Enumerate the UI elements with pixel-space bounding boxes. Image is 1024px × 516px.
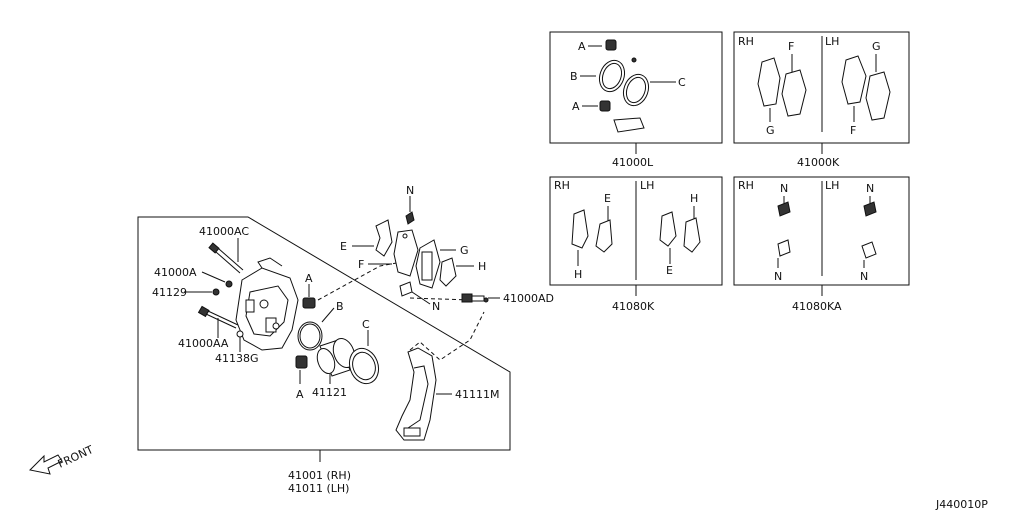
label-41000aa: 41000AA (178, 337, 229, 350)
label-g: G (460, 244, 469, 257)
kit-41000k-lh: LH (825, 35, 839, 48)
label-41111m: 41111M (455, 388, 499, 401)
piston-41121-icon (316, 337, 356, 377)
kit-41080k-letter-e1: E (604, 192, 611, 205)
kit-41000l-code: 41000L (612, 156, 654, 169)
bleeder-41129-icon (212, 288, 220, 296)
boot-a-upper-icon (302, 297, 316, 309)
kit-41000l-letter-a1: A (578, 40, 586, 53)
kit-41080ka-code: 41080KA (792, 300, 842, 313)
kit-41080k-shim-lh-1-icon (659, 211, 677, 247)
bracket-41111m-icon (395, 347, 437, 441)
kit-41000k-letter-f1: F (788, 40, 794, 53)
kit-41000l-letter-b: B (570, 70, 578, 83)
kit-41080ka-letter-n2: N (774, 270, 782, 283)
label-e: E (340, 240, 347, 253)
clip-n-upper-icon (405, 211, 415, 225)
label-n-lower: N (432, 300, 440, 313)
seal-b-icon (297, 321, 323, 351)
kit-41080k-lh: LH (640, 179, 654, 192)
kit-41080k-letter-e2: E (666, 264, 673, 277)
label-41138g: 41138G (215, 352, 259, 365)
label-n-upper: N (406, 184, 414, 197)
kit-41080ka-clip-1-icon (777, 201, 791, 217)
kit-41000k-pad-rh-2-icon (781, 69, 807, 117)
kit-41080ka-clip-3-icon (863, 201, 877, 217)
kit-41080ka-clip-4-icon (861, 241, 877, 259)
clip-n-lower-icon (399, 281, 413, 297)
label-a-upper: A (305, 272, 313, 285)
front-arrow-icon (28, 454, 63, 475)
boot-41000a-icon (225, 280, 233, 288)
bolt-41000aa-icon (197, 305, 239, 329)
kit-41000l-boot-a2-icon (599, 100, 611, 112)
kit-41080k-letter-h2: H (690, 192, 698, 205)
kit-41000k-letter-g1: G (766, 124, 775, 137)
kit-41080ka-letter-n4: N (860, 270, 868, 283)
shim-e-icon (375, 219, 393, 257)
boot-a-lower-icon (295, 355, 308, 369)
kit-41080ka-letter-n1: N (780, 182, 788, 195)
kit-41080k-shim-rh-2-icon (595, 219, 613, 253)
kit-41080k-shim-lh-2-icon (683, 217, 701, 253)
kit-41080ka-lh: LH (825, 179, 839, 192)
label-b: B (336, 300, 344, 313)
caliper-body-icon (235, 257, 299, 351)
assembly-frame (137, 216, 511, 451)
kit-41000k-rh: RH (738, 35, 754, 48)
assembly-code-rh: 41001 (RH) (288, 469, 351, 482)
diagram-code: J440010P (935, 498, 988, 511)
label-41129: 41129 (152, 286, 187, 299)
kit-41080k-letter-h1: H (574, 268, 582, 281)
kit-41000k-pad-lh-2-icon (865, 71, 891, 121)
label-c: C (362, 318, 370, 331)
label-41121: 41121 (312, 386, 347, 399)
shim-h-icon (439, 257, 457, 287)
assembly-code-lh: 41011 (LH) (288, 482, 349, 495)
kit-41080ka-letter-n3: N (866, 182, 874, 195)
kit-41000l-grease-icon (613, 117, 645, 133)
kit-41080k-shim-rh-1-icon (571, 209, 589, 249)
label-h: H (478, 260, 486, 273)
pad-f-icon (393, 229, 419, 277)
kit-41000k-letter-f2: F (850, 124, 856, 137)
kit-41000l-boot-a1-icon (605, 39, 617, 51)
kit-41000k-letter-g2: G (872, 40, 881, 53)
pad-g-icon (415, 239, 441, 289)
label-f: F (358, 258, 364, 271)
bleeder-41000ad-icon (461, 293, 489, 303)
kit-41080ka-clip-2-icon (777, 239, 791, 257)
kit-41000l-letter-a2: A (572, 100, 580, 113)
kit-41080k-code: 41080K (612, 300, 655, 313)
pin-41138g-icon (236, 330, 244, 338)
label-41000ad: 41000AD (503, 292, 554, 305)
kit-41080k-rh: RH (554, 179, 570, 192)
front-label: FRONT (56, 443, 96, 471)
label-41000a: 41000A (154, 266, 197, 279)
label-a-lower: A (296, 388, 304, 401)
kit-41080ka-rh: RH (738, 179, 754, 192)
label-41000ac: 41000AC (199, 225, 249, 238)
kit-41000k-code: 41000K (797, 156, 840, 169)
bolt-41000ac-icon (208, 242, 244, 274)
kit-41000l-letter-c: C (678, 76, 686, 89)
kit-41000k-pad-lh-1-icon (841, 55, 867, 105)
kit-41000k-pad-rh-1-icon (757, 57, 781, 107)
